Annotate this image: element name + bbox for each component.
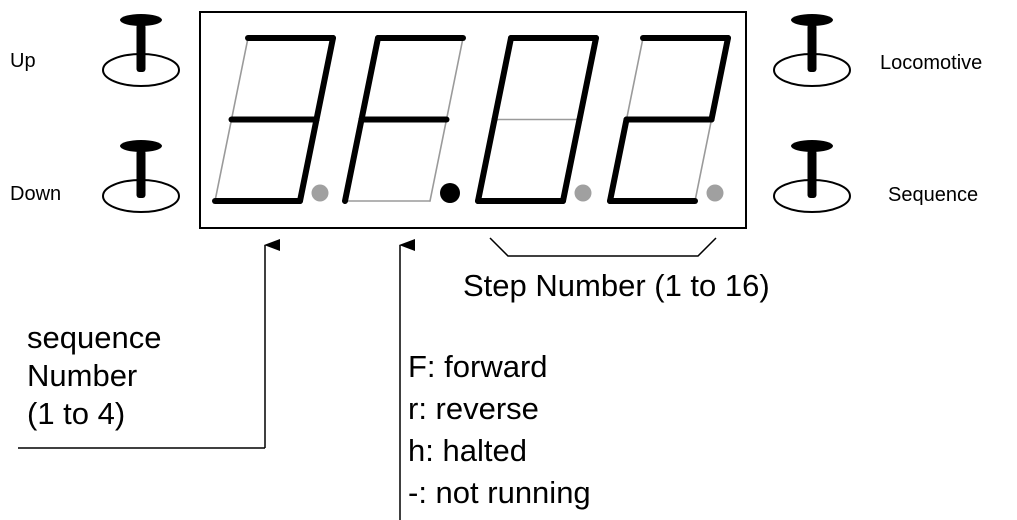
step-number-label: Step Number (1 to 16) bbox=[463, 268, 770, 303]
decimal-point-unlit bbox=[574, 184, 592, 202]
digit-1 bbox=[212, 35, 336, 204]
decimal-point-unlit bbox=[311, 184, 329, 202]
toggle-up[interactable] bbox=[102, 14, 180, 87]
sequence-number-label-line1: sequence bbox=[27, 320, 161, 355]
direction-not-running: -: not running bbox=[408, 475, 591, 510]
digit-4 bbox=[607, 35, 731, 204]
segment-upper-left-lit bbox=[358, 35, 381, 123]
step-number-bracket bbox=[489, 237, 717, 257]
label-up: Up bbox=[10, 50, 36, 72]
seven-segment-digits bbox=[212, 35, 731, 204]
toggle-switch-icon bbox=[102, 140, 180, 213]
sequence-number-label-line3: (1 to 4) bbox=[27, 396, 125, 431]
segment-lower-right-lit bbox=[297, 116, 320, 204]
segment-upper-left-lit bbox=[491, 35, 514, 123]
digit-2 bbox=[342, 35, 466, 204]
toggle-sequence[interactable] bbox=[773, 140, 851, 213]
direction-forward: F: forward bbox=[408, 349, 548, 384]
toggle-down[interactable] bbox=[102, 140, 180, 213]
display-frame bbox=[199, 11, 747, 229]
segment-lower-right-unlit bbox=[429, 118, 448, 202]
segment-upper-left-unlit bbox=[625, 37, 644, 121]
decimal-point-unlit bbox=[706, 184, 724, 202]
segment-lower-left-lit bbox=[475, 116, 498, 204]
segment-upper-right-lit bbox=[576, 35, 599, 123]
toggle-switch-icon bbox=[102, 14, 180, 87]
segment-upper-right-lit bbox=[708, 35, 731, 123]
direction-reverse: r: reverse bbox=[408, 391, 539, 426]
segment-lower-left-lit bbox=[607, 116, 630, 204]
segment-lower-right-lit bbox=[560, 116, 583, 204]
label-down: Down bbox=[10, 183, 61, 205]
segment-lower-right-unlit bbox=[694, 118, 713, 202]
toggle-switch-icon bbox=[773, 14, 851, 87]
segment-upper-right-lit bbox=[313, 35, 336, 123]
segment-lower-left-unlit bbox=[214, 118, 233, 202]
toggle-locomotive[interactable] bbox=[773, 14, 851, 87]
digit-3 bbox=[475, 35, 599, 204]
direction-halted: h: halted bbox=[408, 433, 527, 468]
label-sequence: Sequence bbox=[888, 184, 978, 206]
decimal-point-lit bbox=[440, 183, 460, 203]
segment-lower-left-lit bbox=[342, 116, 365, 204]
segment-upper-left-unlit bbox=[230, 37, 249, 121]
segment-upper-right-unlit bbox=[445, 37, 464, 121]
sequence-number-label-line2: Number bbox=[27, 358, 137, 393]
label-locomotive: Locomotive bbox=[880, 52, 982, 74]
toggle-switch-icon bbox=[773, 140, 851, 213]
